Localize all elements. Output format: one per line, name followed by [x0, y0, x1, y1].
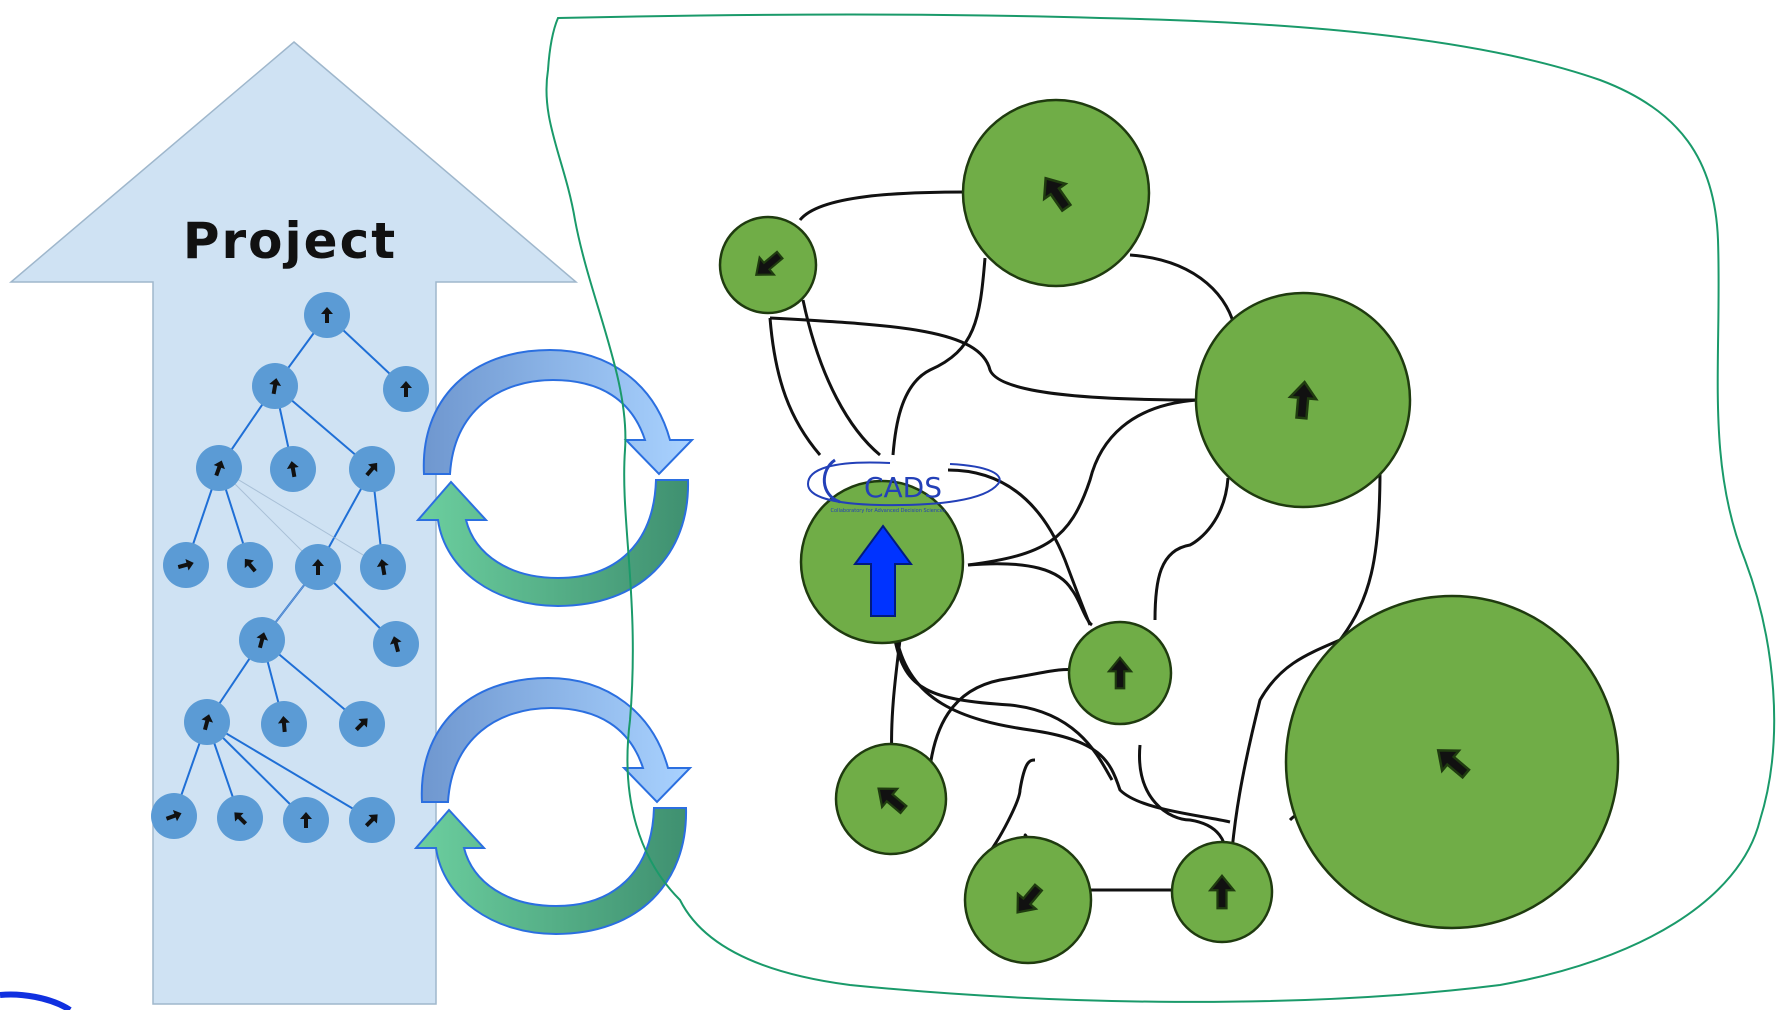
- tree-node: [151, 793, 197, 839]
- project-up-arrow: Project: [8, 41, 579, 1005]
- tree-node: [217, 795, 263, 841]
- network-node: [963, 835, 1093, 965]
- network-node: [1284, 594, 1620, 930]
- network-node: [1067, 620, 1173, 726]
- tree-node: [227, 542, 273, 588]
- project-label: Project: [183, 212, 397, 270]
- network-node: [961, 98, 1151, 288]
- logo-wordmark: CADS: [864, 471, 942, 504]
- tree-node: [184, 699, 230, 745]
- cycle-arrows-icon: [413, 676, 693, 936]
- tree-node: [239, 617, 285, 663]
- tree-nodes: [151, 292, 429, 843]
- tree-node: [360, 544, 406, 590]
- tree-node: [252, 363, 298, 409]
- tree-node: [196, 445, 242, 491]
- tree-node: [349, 797, 395, 843]
- logo-tagline: Collaboratory for Advanced Decision Scie…: [831, 508, 946, 514]
- tree-node: [283, 797, 329, 843]
- tree-node: [261, 701, 307, 747]
- tree-node: [349, 446, 395, 492]
- up-arrow-icon: [853, 524, 913, 617]
- tree-node: [163, 542, 209, 588]
- tree-node: [339, 701, 385, 747]
- network-node: [718, 215, 818, 315]
- tree-node: [304, 292, 350, 338]
- cads-logo: CADS Collaboratory for Advanced Decision…: [806, 458, 1001, 514]
- tree-node: [383, 366, 429, 412]
- tree-node: [270, 446, 316, 492]
- tree-node: [373, 621, 419, 667]
- cycle-arrows-icon: [415, 348, 695, 608]
- network-node: [1194, 291, 1412, 509]
- network-node: [1170, 840, 1274, 944]
- network-node: [834, 742, 948, 856]
- tree-node: [295, 544, 341, 590]
- corner-stroke: [0, 991, 72, 1010]
- network-edges: [768, 190, 1382, 892]
- network-boundary: [545, 13, 1776, 1003]
- network-nodes: [718, 98, 1620, 965]
